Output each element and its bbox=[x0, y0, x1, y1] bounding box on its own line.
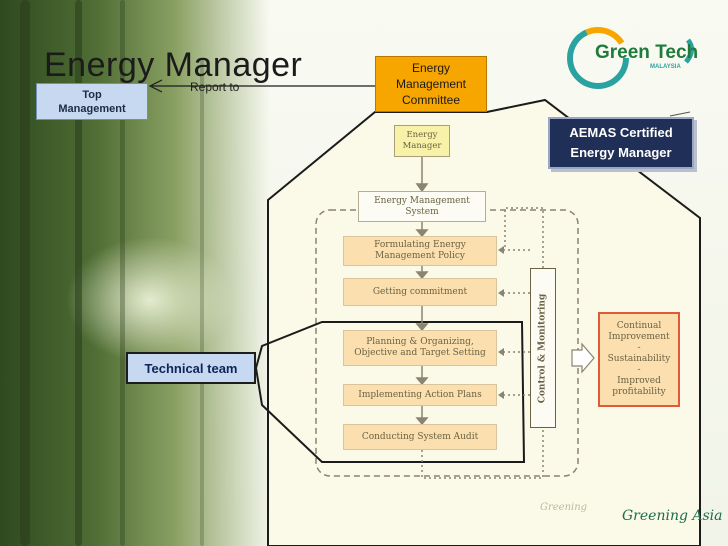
flow-ems: Energy Management System bbox=[358, 191, 486, 222]
logo-text: Green Tech bbox=[595, 42, 699, 63]
flow-implementing: Implementing Action Plans bbox=[343, 384, 497, 406]
flow-audit-label: Conducting System Audit bbox=[361, 431, 479, 442]
slide-title: Energy Manager bbox=[44, 46, 303, 84]
flow-commitment-label: Getting commitment bbox=[372, 286, 468, 297]
flow-control-label: Control & Monitoring bbox=[537, 293, 548, 403]
greentech-logo: Green Tech MALAYSIA bbox=[560, 20, 698, 100]
flow-commitment: Getting commitment bbox=[343, 278, 497, 306]
flow-continual-improvement: Continual Improvement - Sustainability -… bbox=[598, 312, 680, 407]
flow-audit: Conducting System Audit bbox=[343, 424, 497, 450]
flow-planning-label: Planning & Organizing, Objective and Tar… bbox=[354, 337, 486, 358]
footer-faint-text: Greening bbox=[540, 502, 588, 513]
committee-label: Energy Management Committee bbox=[395, 61, 467, 107]
flow-continual-label: Continual Improvement - Sustainability -… bbox=[607, 321, 671, 397]
top-management-box: Top Management bbox=[36, 83, 148, 120]
committee-box: Energy Management Committee bbox=[375, 56, 487, 112]
footer-brand: Greening Asia bbox=[622, 508, 723, 524]
aemas-box: AEMAS Certified Energy Manager bbox=[548, 117, 694, 169]
technical-team-box: Technical team bbox=[126, 352, 256, 384]
aemas-label: AEMAS Certified Energy Manager bbox=[569, 125, 673, 160]
report-to-label: Report to bbox=[190, 80, 240, 94]
logo-subtext: MALAYSIA bbox=[650, 64, 681, 70]
flow-policy-label: Formulating Energy Management Policy bbox=[374, 240, 466, 261]
top-management-label: Top Management bbox=[58, 88, 126, 115]
flow-ems-label: Energy Management System bbox=[374, 195, 470, 217]
flow-planning: Planning & Organizing, Objective and Tar… bbox=[343, 330, 497, 366]
flow-control-monitoring: Control & Monitoring bbox=[530, 268, 556, 428]
technical-team-label: Technical team bbox=[144, 360, 238, 376]
flow-energy-manager-label: Energy Manager bbox=[402, 130, 442, 151]
flow-energy-manager: Energy Manager bbox=[394, 125, 450, 157]
flow-implementing-label: Implementing Action Plans bbox=[358, 389, 482, 400]
flow-policy: Formulating Energy Management Policy bbox=[343, 236, 497, 266]
